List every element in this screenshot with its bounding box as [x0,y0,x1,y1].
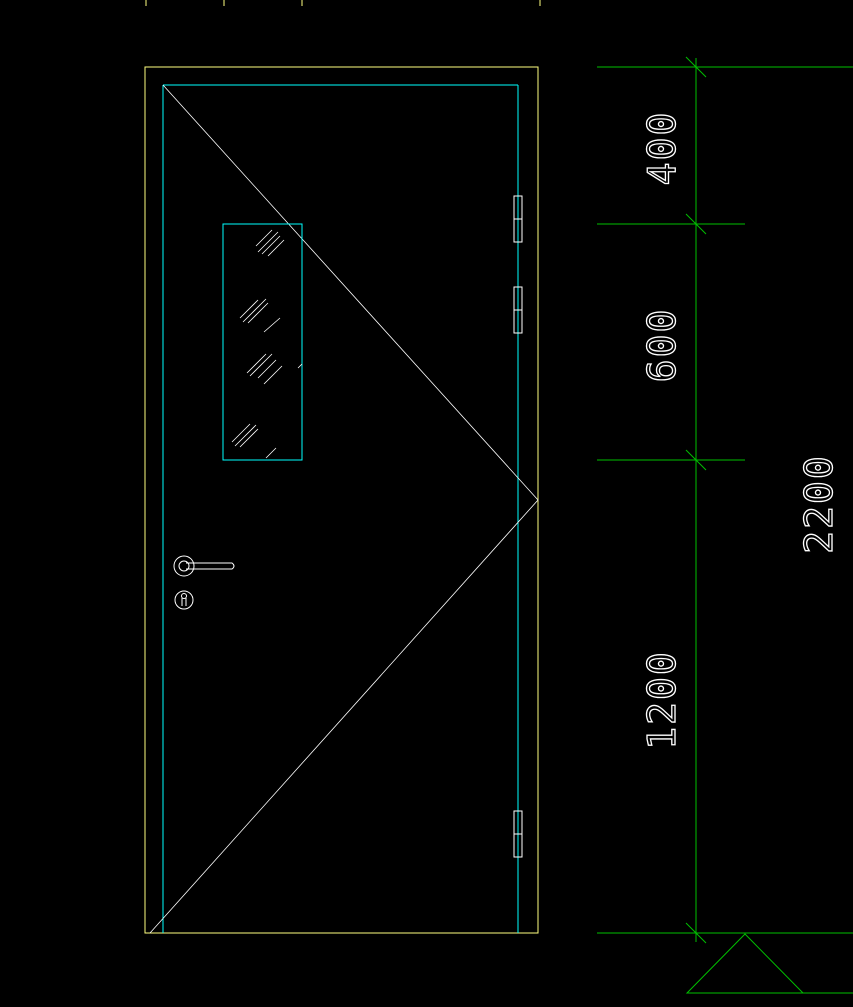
lever-handle-icon [173,555,235,577]
hinges [513,195,523,858]
dimension-label-1200: 1200 [640,650,684,750]
dimension-label-600: 600 [640,308,684,383]
hinge-middle-icon [513,286,523,334]
keyhole-icon [174,590,194,610]
hinge-top-icon [513,195,523,243]
glass-hatch-marks [231,229,303,459]
floor-level-marker-icon [685,933,853,994]
door-swing-lines [149,84,539,934]
glass-vision-panel [222,223,303,461]
door-leaf [162,84,519,933]
dimension-lines [597,56,853,944]
dimension-label-2200: 2200 [797,454,841,554]
dimension-label-400: 400 [640,111,684,186]
hinge-bottom-icon [513,810,523,858]
top-edge-ticks [145,0,541,6]
vision-panel-frame [222,223,303,461]
